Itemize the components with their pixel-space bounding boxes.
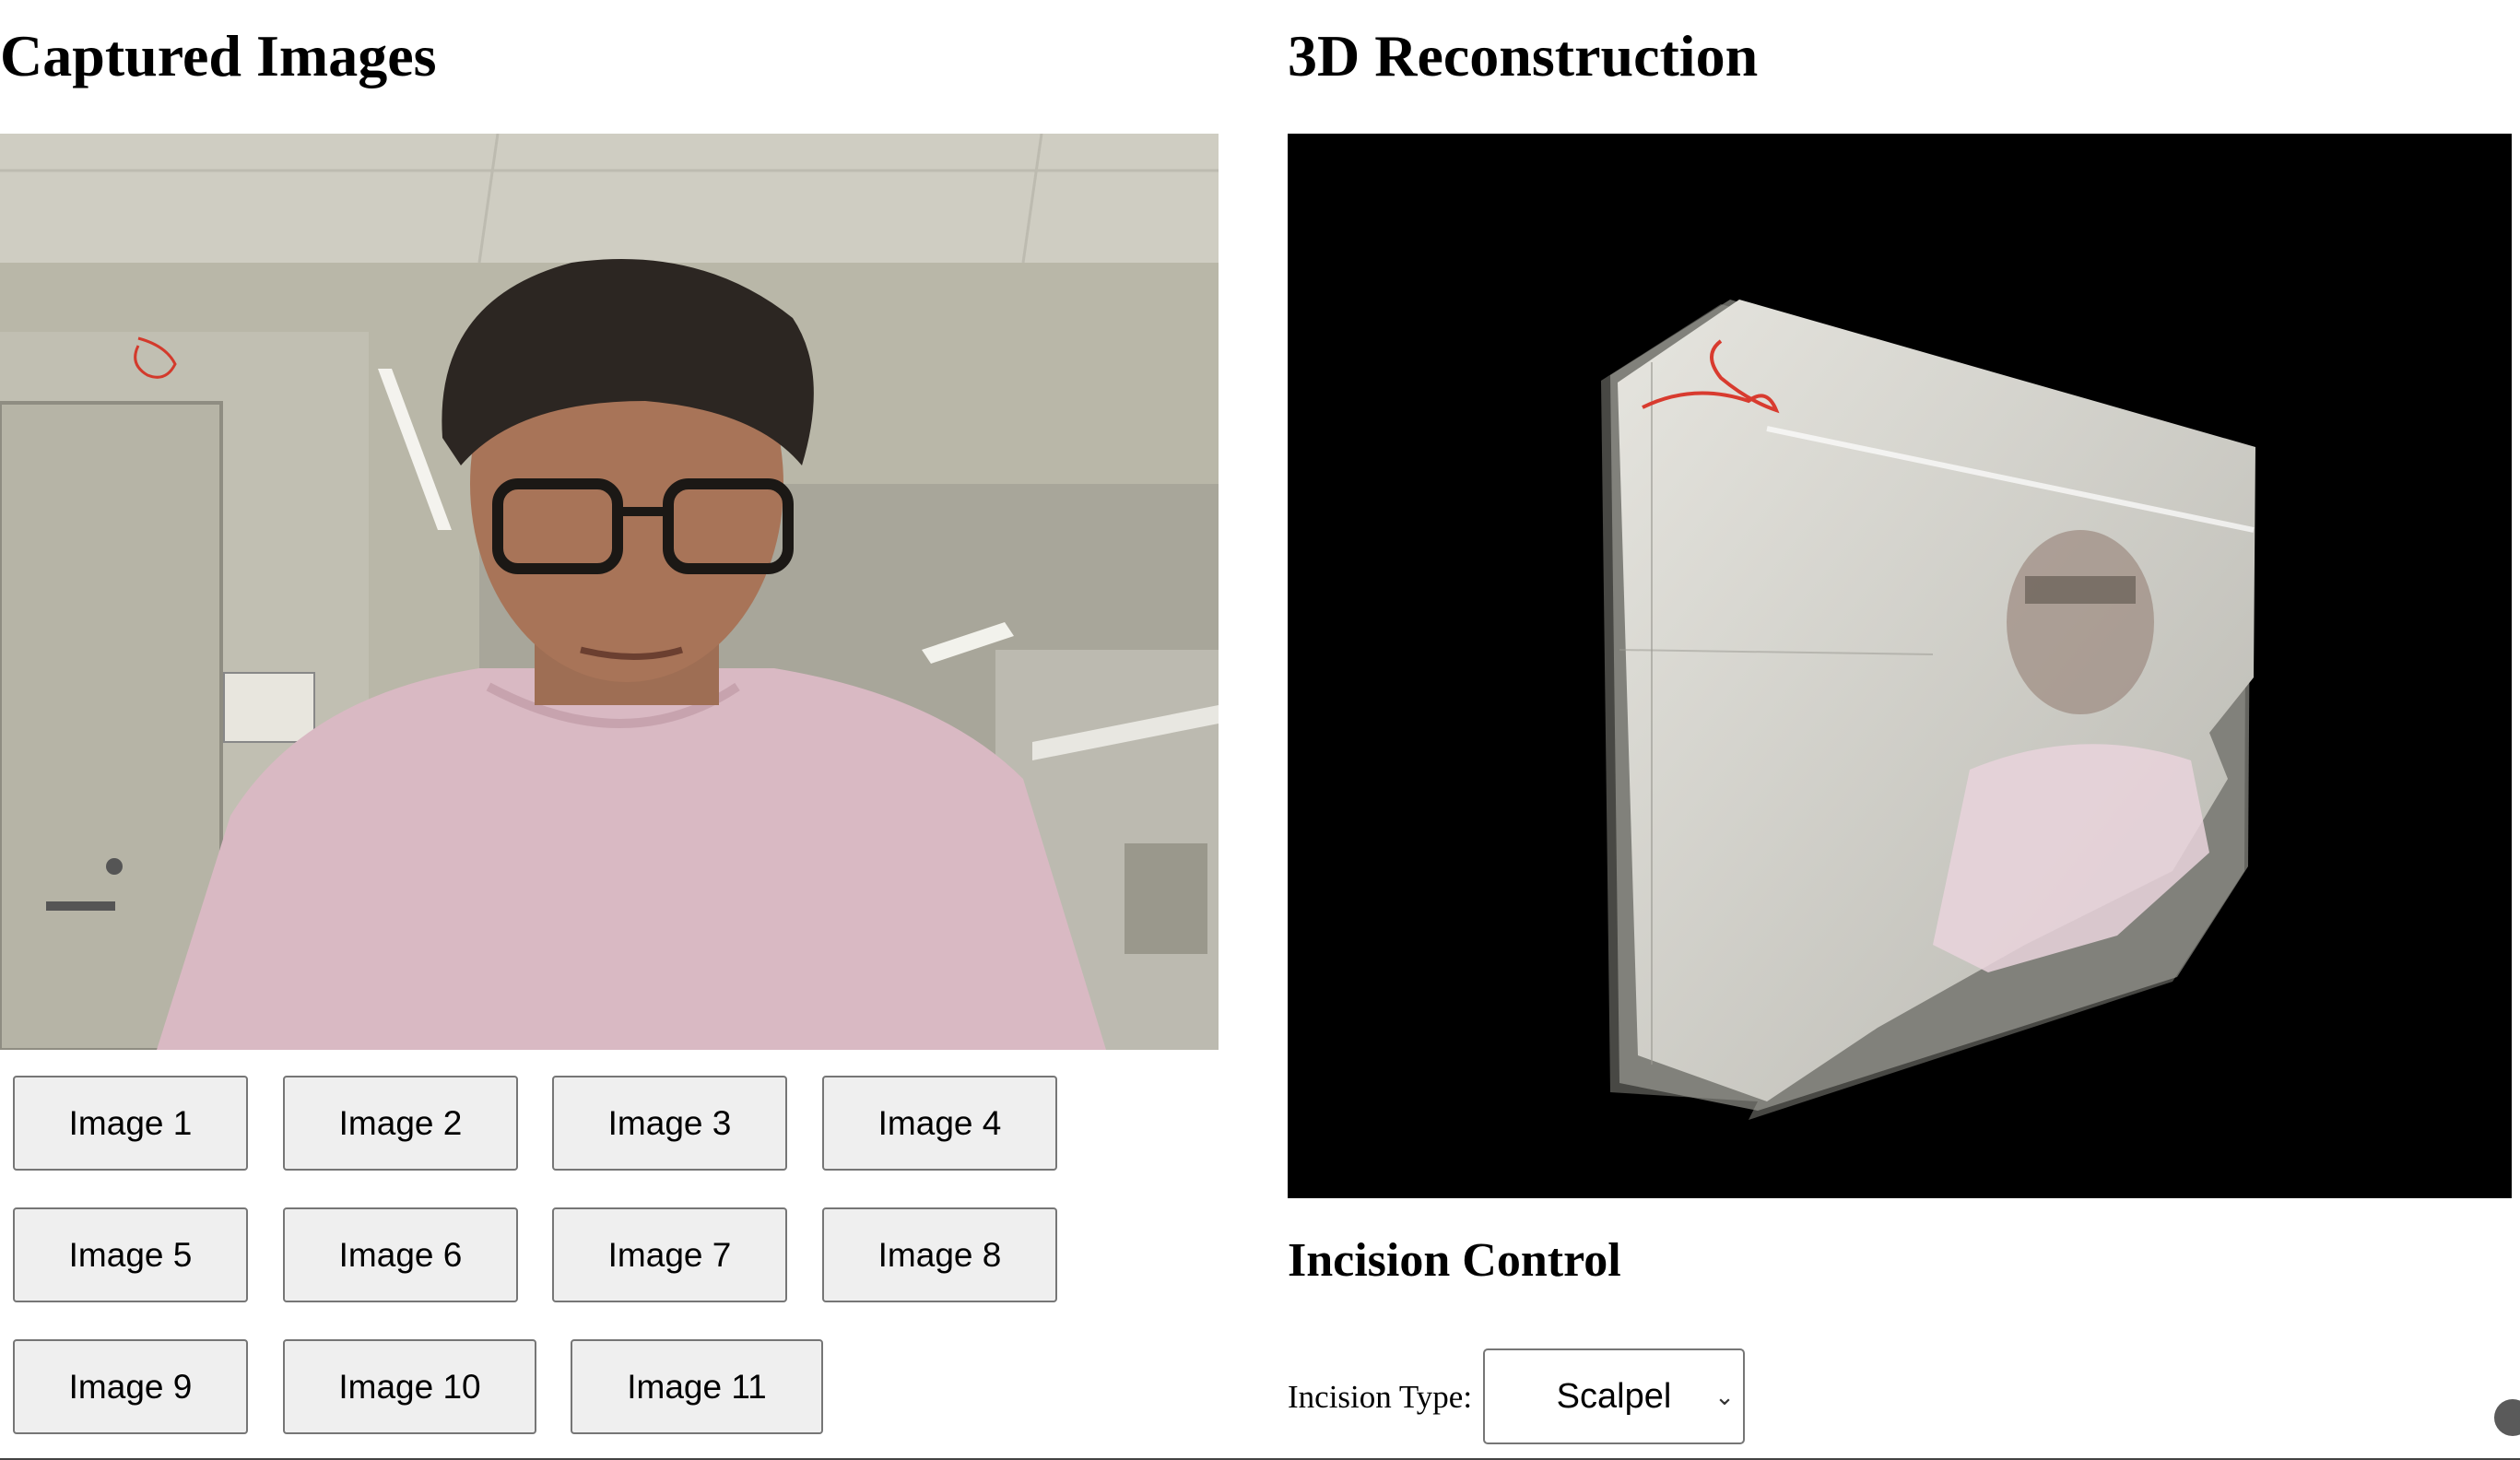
image-10-button[interactable]: Image 10	[283, 1339, 536, 1434]
image-5-button[interactable]: Image 5	[13, 1207, 248, 1302]
image-2-button[interactable]: Image 2	[283, 1076, 518, 1171]
image-6-button[interactable]: Image 6	[283, 1207, 518, 1302]
reconstruction-heading: 3D Reconstruction	[1288, 23, 1759, 88]
image-1-button[interactable]: Image 1	[13, 1076, 248, 1171]
image-11-button[interactable]: Image 11	[571, 1339, 823, 1434]
captured-images-heading: Captured Images	[0, 23, 437, 88]
page-bottom-border	[0, 1458, 2520, 1460]
incision-control-heading: Incision Control	[1288, 1234, 1621, 1287]
captured-image-preview	[0, 134, 1219, 1050]
incision-type-label: Incision Type:	[1288, 1379, 1473, 1415]
image-8-button[interactable]: Image 8	[822, 1207, 1057, 1302]
chevron-down-icon: ⌄	[1714, 1382, 1735, 1410]
image-4-button[interactable]: Image 4	[822, 1076, 1057, 1171]
image-3-button[interactable]: Image 3	[552, 1076, 787, 1171]
incision-type-select[interactable]: Scalpel ⌄	[1483, 1348, 1745, 1444]
image-7-button[interactable]: Image 7	[552, 1207, 787, 1302]
incision-type-value: Scalpel	[1556, 1376, 1672, 1416]
reconstruction-viewer[interactable]	[1288, 134, 2512, 1198]
floating-helper-icon[interactable]	[2494, 1399, 2520, 1436]
image-9-button[interactable]: Image 9	[13, 1339, 248, 1434]
